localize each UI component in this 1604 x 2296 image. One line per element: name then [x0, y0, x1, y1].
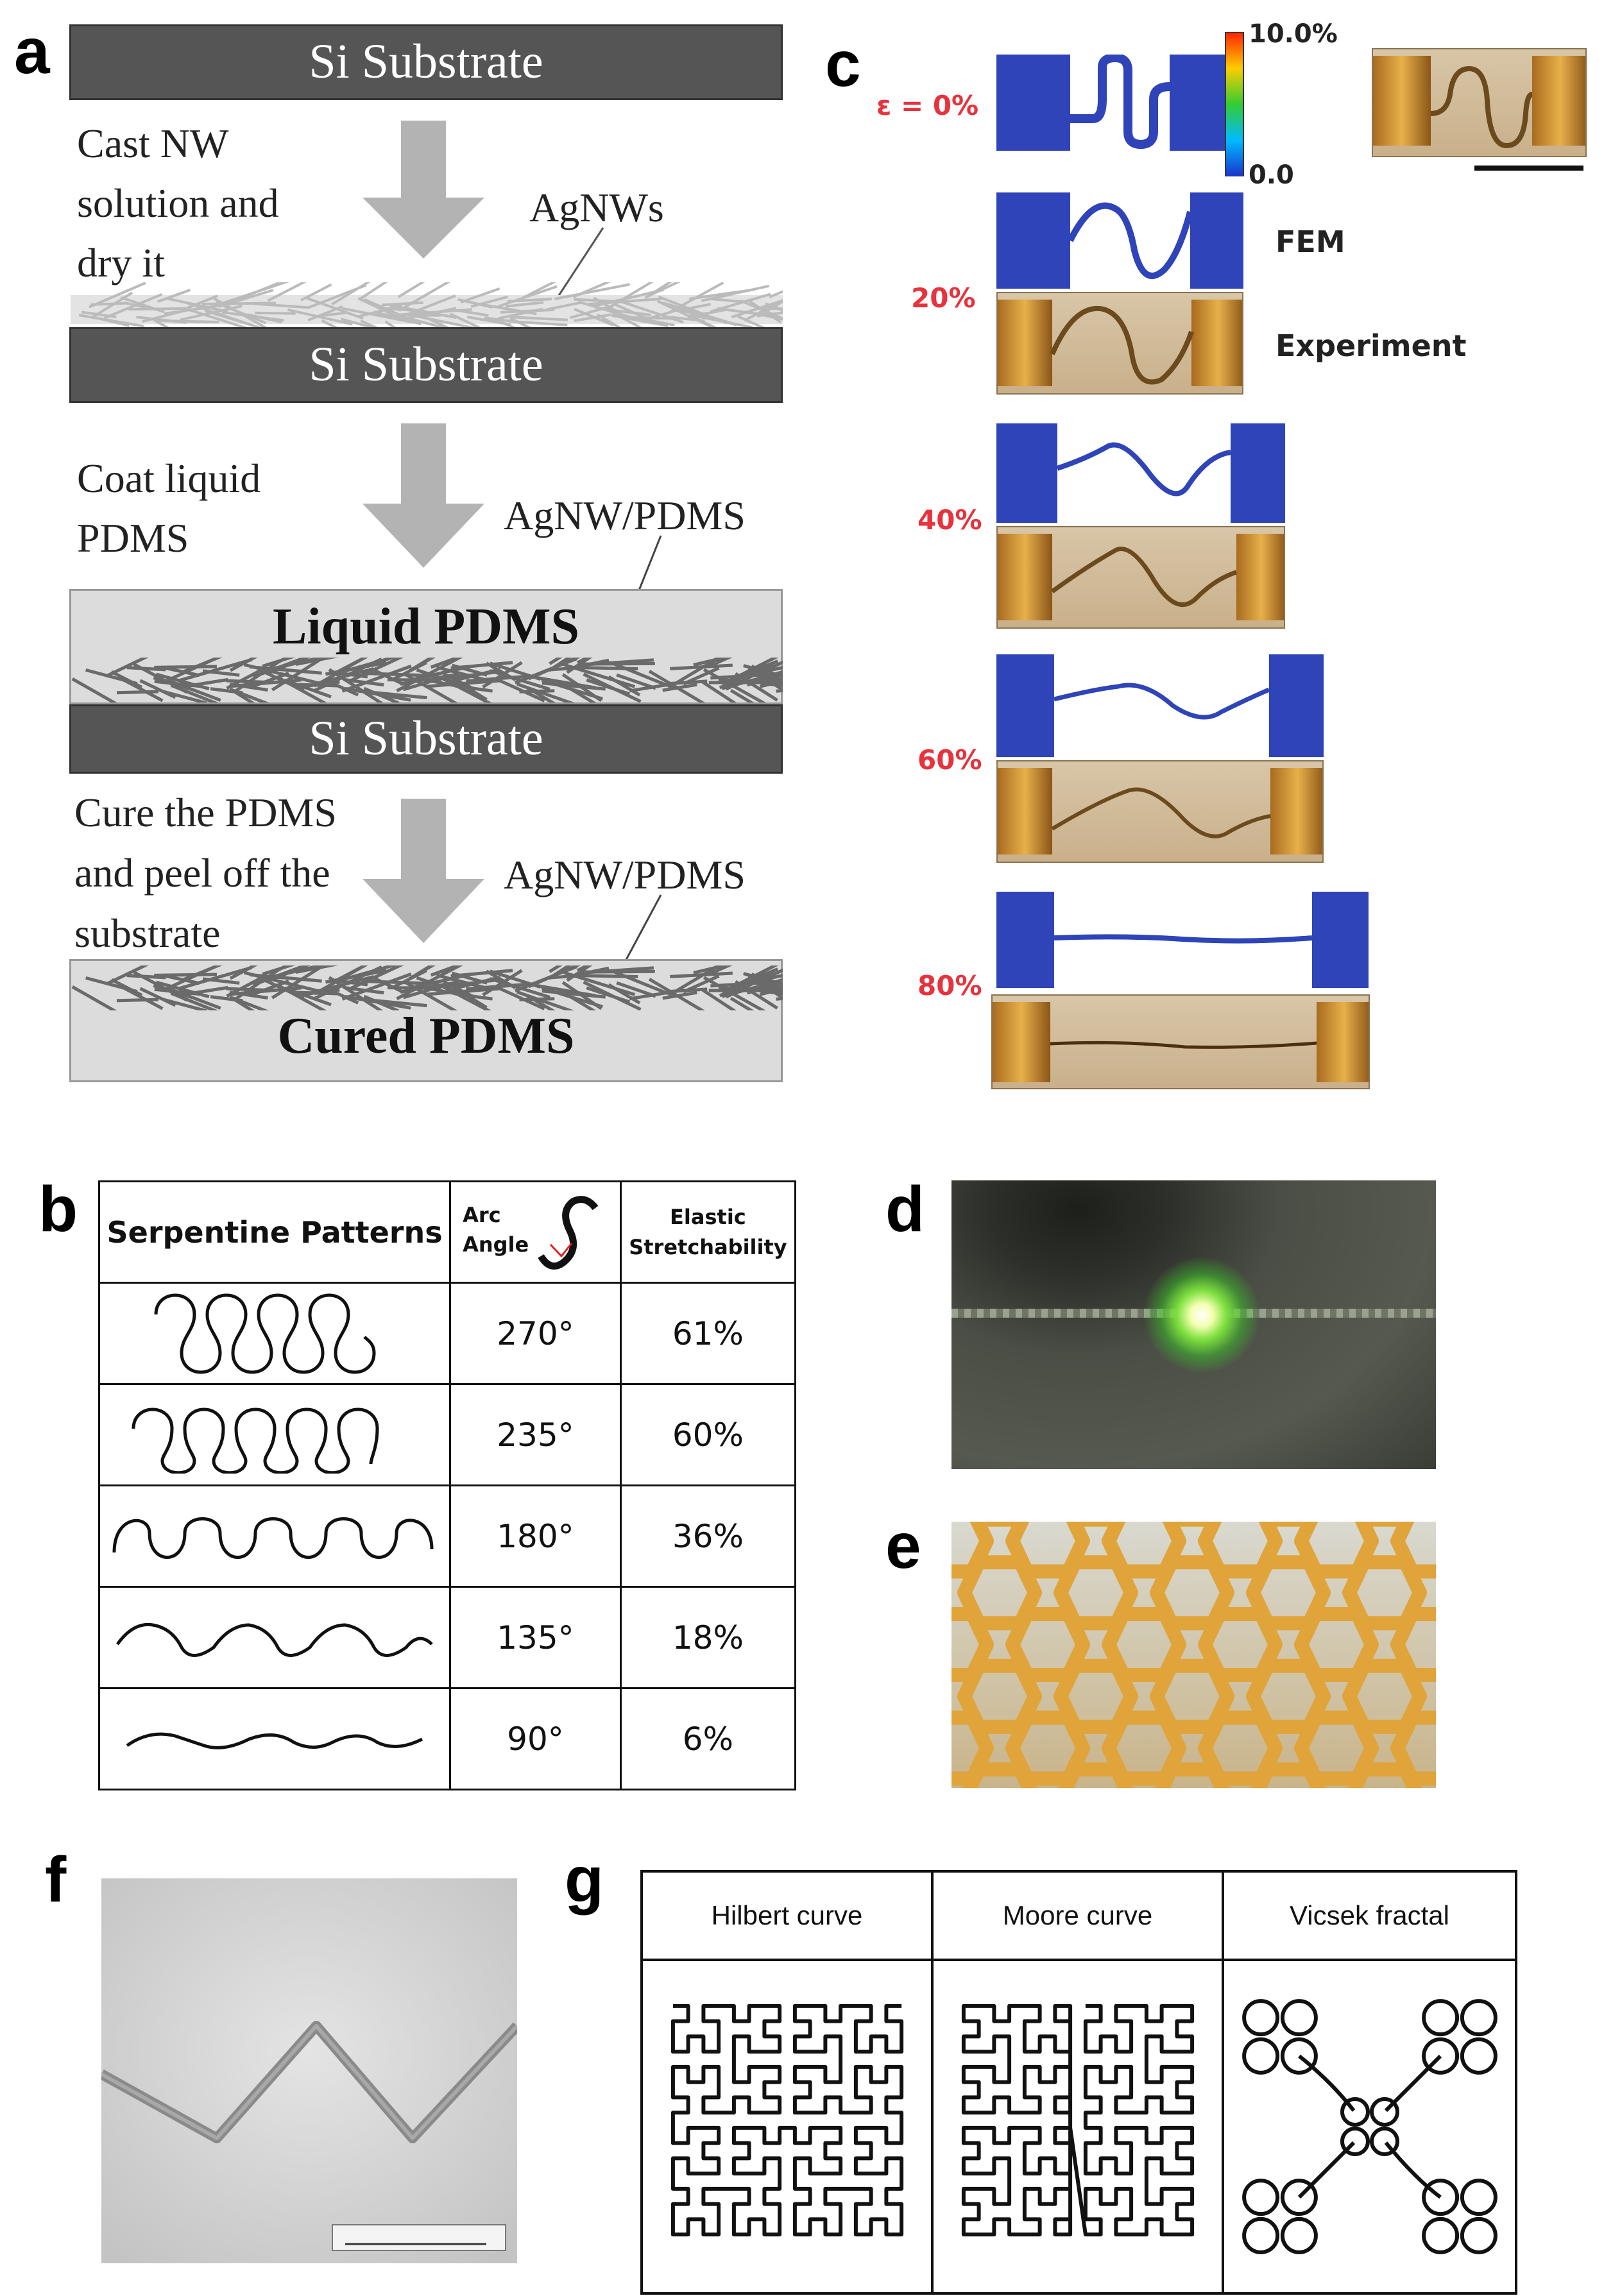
experiment-photo-80 — [991, 994, 1370, 1089]
header-serpentine-patterns: Serpentine Patterns — [98, 1180, 452, 1284]
serpentine-pattern-90 — [98, 1687, 452, 1790]
fem-image-0 — [996, 55, 1243, 151]
panel-g-letter: g — [565, 1844, 604, 1916]
experiment-inset-photo — [1372, 48, 1587, 157]
arc-angle-value: 135° — [449, 1586, 622, 1689]
agnw-pdms-label-1: AgNW/PDMS — [504, 493, 746, 538]
strain-label-20: 20% — [911, 282, 976, 314]
strain-label-80: 80% — [917, 970, 982, 1001]
fem-image-40 — [996, 423, 1285, 523]
header-hilbert-curve: Hilbert curve — [640, 1870, 934, 1961]
fractal-table: Hilbert curve Moore curve Vicsek fractal — [640, 1870, 1517, 2295]
honeycomb-mesh-photo — [951, 1522, 1436, 1788]
si-substrate-2: Si Substrate — [69, 327, 783, 403]
colorbar-min: 0.0 — [1249, 160, 1294, 190]
panel-b-letter: b — [38, 1173, 78, 1245]
header-moore-curve: Moore curve — [931, 1870, 1224, 1961]
moore-curve-pattern — [931, 1959, 1224, 2295]
table-row: 90° 6% — [98, 1687, 797, 1790]
arc-angle-value: 270° — [449, 1282, 622, 1385]
experiment-photo-20 — [996, 292, 1243, 395]
panel-a-letter: a — [14, 15, 50, 87]
stretchability-value: 18% — [619, 1586, 797, 1689]
stretchability-value: 60% — [619, 1383, 797, 1486]
experiment-photo-40 — [996, 526, 1285, 629]
zigzag-micrograph — [101, 1878, 517, 2263]
colorbar-max: 10.0% — [1249, 19, 1338, 49]
laser-fiber-photo — [951, 1180, 1436, 1469]
step1-text: Cast NW solution and dry it — [77, 121, 279, 285]
hilbert-curve-pattern — [640, 1959, 934, 2295]
stretchability-value: 6% — [619, 1687, 797, 1790]
agnw-layer-2 — [71, 658, 783, 702]
agnw-layer-1 — [71, 282, 783, 327]
strain-label-40: 40% — [917, 504, 982, 536]
table-row: 135° 18% — [98, 1586, 797, 1689]
step3-text: Cure the PDMS and peel off the substrate — [74, 790, 337, 957]
fem-image-60 — [996, 654, 1324, 757]
si-substrate-3: Si Substrate — [69, 704, 783, 774]
liquid-pdms-label: Liquid PDMS — [273, 599, 579, 655]
strain-colorbar — [1225, 32, 1244, 176]
panel-d-letter: d — [885, 1173, 925, 1245]
experiment-label: Experiment — [1276, 328, 1467, 363]
fem-label: FEM — [1276, 225, 1345, 259]
fem-image-80 — [996, 892, 1369, 988]
si-substrate-top: Si Substrate — [69, 24, 783, 100]
panel-e-letter: e — [885, 1510, 921, 1582]
strain-label-60: 60% — [917, 744, 982, 776]
fem-image-20 — [996, 192, 1243, 289]
agnw-pdms-label-2: AgNW/PDMS — [504, 852, 746, 897]
arc-angle-value: 235° — [449, 1383, 622, 1486]
header-arc-angle: Arc Angle — [449, 1180, 622, 1284]
serpentine-pattern-270 — [98, 1282, 452, 1385]
panel-f-letter: f — [45, 1844, 67, 1916]
stretchability-value: 36% — [619, 1484, 797, 1588]
serpentine-pattern-135 — [98, 1586, 452, 1689]
arc-angle-value: 90° — [449, 1687, 622, 1790]
down-arrow-3 — [363, 799, 484, 943]
table-row: 180° 36% — [98, 1484, 797, 1588]
strain-label-0: ε = 0% — [876, 90, 979, 121]
cured-pdms-label: Cured PDMS — [277, 1008, 575, 1064]
table-row: 235° 60% — [98, 1383, 797, 1486]
panel-c-letter: c — [825, 28, 861, 100]
arc-angle-value: 180° — [449, 1484, 622, 1588]
stretchability-value: 61% — [619, 1282, 797, 1385]
vicsek-fractal-pattern — [1222, 1959, 1517, 2295]
serpentine-pattern-235 — [98, 1383, 452, 1486]
header-vicsek-fractal: Vicsek fractal — [1222, 1870, 1517, 1961]
agnws-label: AgNWs — [529, 185, 664, 230]
serpentine-pattern-180 — [98, 1484, 452, 1588]
agnw-layer-3 — [71, 965, 783, 1010]
serpentine-table: Serpentine Patterns Arc Angle Elastic St… — [98, 1180, 797, 1790]
down-arrow-1 — [363, 121, 484, 259]
step2-text: Coat liquid PDMS — [77, 455, 261, 561]
down-arrow-2 — [363, 423, 484, 568]
experiment-photo-60 — [996, 760, 1324, 863]
scale-bar — [1474, 166, 1583, 171]
arc-angle-icon — [538, 1196, 599, 1270]
table-row: 270° 61% — [98, 1282, 797, 1385]
header-elastic-stretchability: Elastic Stretchability — [619, 1180, 797, 1284]
